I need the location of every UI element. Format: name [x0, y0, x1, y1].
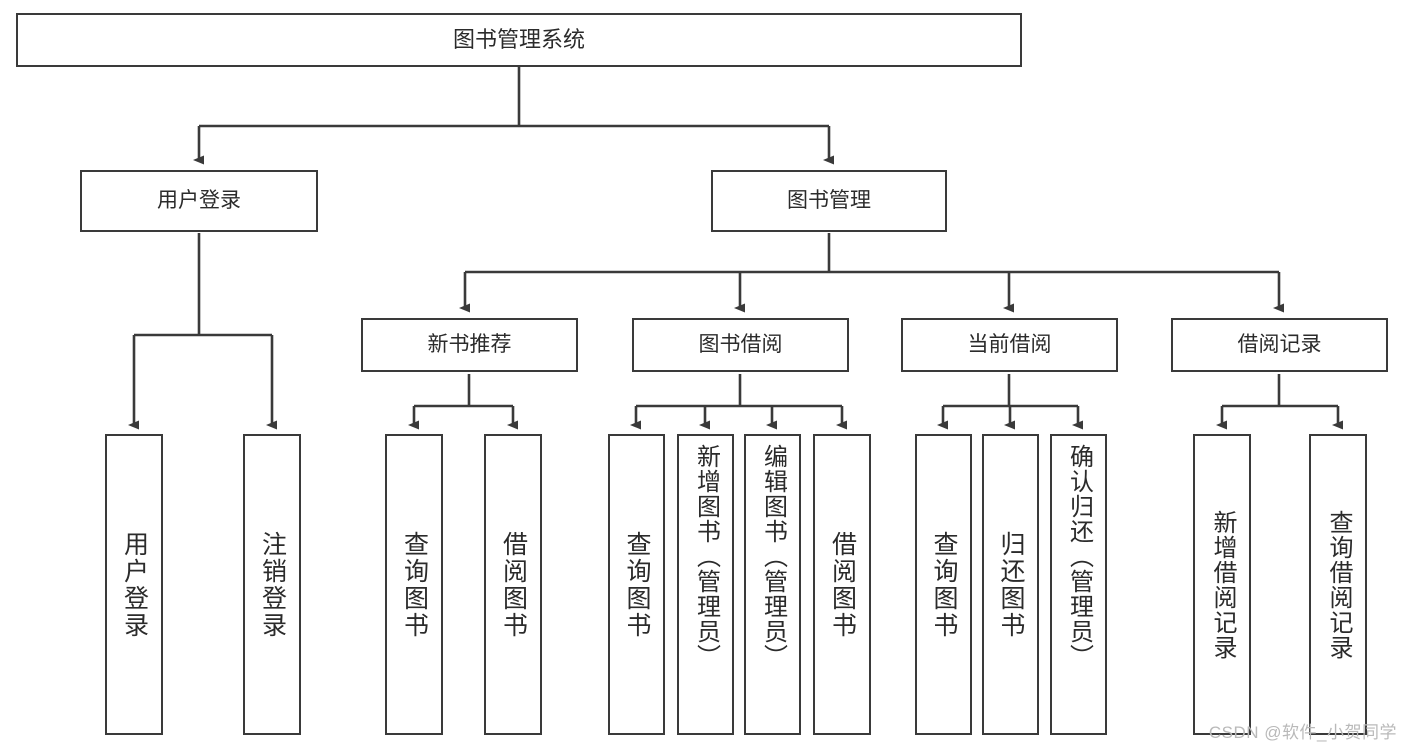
leaf-query-borrow-record[interactable]: 查询借阅记录 — [1309, 434, 1367, 735]
node-label: 图书管理系统 — [452, 27, 585, 53]
leaf-borrow-books-newbook[interactable]: 借阅图书 — [484, 434, 542, 735]
leaf-confirm-return-admin[interactable]: 确认归还（管理员） — [1050, 434, 1107, 735]
node-borrowing-records[interactable]: 借阅记录 — [1171, 318, 1388, 372]
node-label: 借阅图书 — [828, 530, 857, 639]
node-label: 注销登录 — [258, 530, 287, 639]
leaf-query-books-borrow[interactable]: 查询图书 — [608, 434, 665, 735]
leaf-query-books-newbook[interactable]: 查询图书 — [385, 434, 443, 735]
node-label: 查询借阅记录 — [1325, 509, 1352, 660]
node-label: 编辑图书（管理员） — [759, 444, 787, 669]
node-label: 借阅图书 — [499, 530, 528, 639]
node-root-book-management-system[interactable]: 图书管理系统 — [16, 13, 1022, 67]
node-label: 查询图书 — [623, 530, 651, 639]
leaf-add-book-admin[interactable]: 新增图书（管理员） — [677, 434, 734, 735]
node-label: 查询图书 — [400, 530, 429, 639]
node-book-borrowing[interactable]: 图书借阅 — [632, 318, 849, 372]
node-current-borrowing[interactable]: 当前借阅 — [901, 318, 1118, 372]
node-label: 用户登录 — [157, 188, 241, 212]
leaf-logout[interactable]: 注销登录 — [243, 434, 301, 735]
node-label: 用户登录 — [120, 530, 149, 639]
node-label: 图书管理 — [787, 188, 871, 212]
node-user-login[interactable]: 用户登录 — [80, 170, 318, 232]
watermark: CSDN @软件_小贺同学 — [1208, 723, 1397, 742]
node-label: 图书借阅 — [698, 332, 783, 356]
leaf-user-login[interactable]: 用户登录 — [105, 434, 163, 735]
leaf-borrow-books[interactable]: 借阅图书 — [813, 434, 871, 735]
node-label: 归还图书 — [997, 530, 1025, 639]
node-label: 新书推荐 — [427, 332, 512, 356]
leaf-add-borrow-record[interactable]: 新增借阅记录 — [1193, 434, 1251, 735]
node-label: 当前借阅 — [967, 332, 1052, 356]
leaf-query-books-current[interactable]: 查询图书 — [915, 434, 972, 735]
node-label: 查询图书 — [930, 530, 958, 639]
node-book-management[interactable]: 图书管理 — [711, 170, 947, 232]
node-label: 新增借阅记录 — [1209, 509, 1236, 660]
leaf-edit-book-admin[interactable]: 编辑图书（管理员） — [744, 434, 801, 735]
leaf-return-books[interactable]: 归还图书 — [982, 434, 1039, 735]
node-new-book-recommendation[interactable]: 新书推荐 — [361, 318, 578, 372]
node-label: 新增图书（管理员） — [692, 444, 720, 669]
node-label: 借阅记录 — [1237, 332, 1322, 356]
node-label: 确认归还（管理员） — [1065, 444, 1093, 669]
